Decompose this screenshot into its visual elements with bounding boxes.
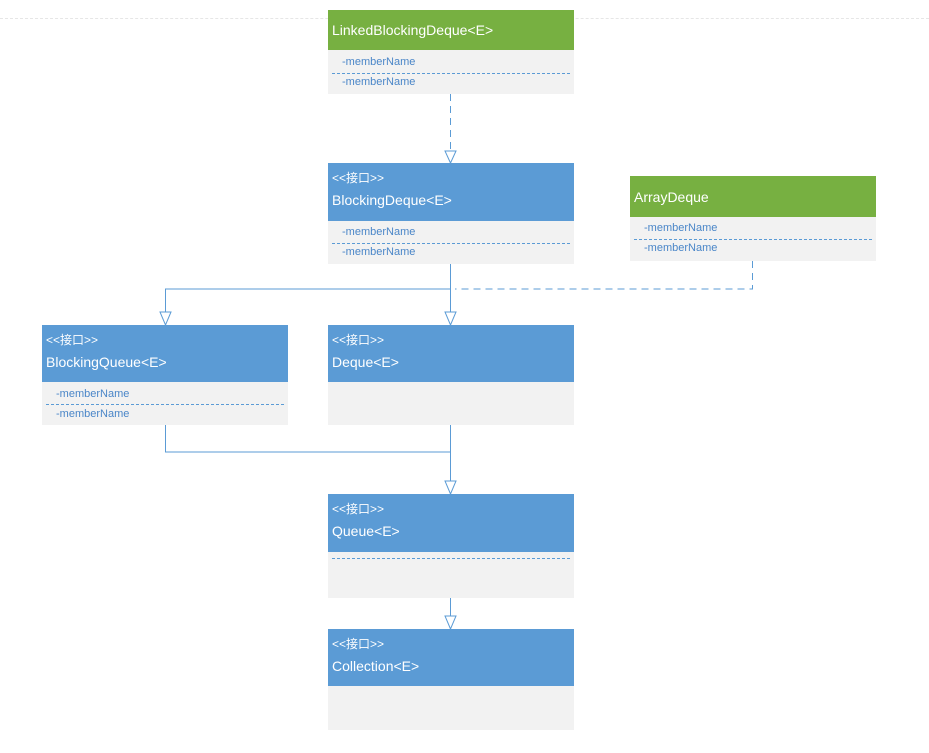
- generalization-queue-to-collection: [444, 598, 457, 631]
- generalization-deque-to-queue: [444, 425, 457, 496]
- member-field: -memberName: [56, 408, 130, 420]
- realization-arraydeque-to-deque: [455, 261, 753, 290]
- generalization-blockingdeque-to-deque: [444, 264, 457, 327]
- interface-members-empty: [328, 552, 574, 598]
- member-separator: [634, 239, 872, 240]
- member-field: -memberName: [342, 56, 416, 68]
- class-members: -memberName -memberName: [328, 50, 574, 94]
- interface-body-empty: [328, 686, 574, 730]
- member-field: -memberName: [342, 76, 416, 88]
- interface-header: <<接口>> Collection<E>: [328, 629, 574, 686]
- interface-name: BlockingDeque<E>: [332, 192, 452, 208]
- realization-linkedblockingdeque-to-blockingdeque: [444, 94, 457, 165]
- class-arraydeque[interactable]: ArrayDeque -memberName -memberName: [630, 176, 876, 261]
- interface-stereotype: <<接口>>: [332, 171, 385, 185]
- member-field: -memberName: [342, 246, 416, 258]
- interface-deque[interactable]: <<接口>> Deque<E>: [328, 325, 574, 425]
- class-name: ArrayDeque: [634, 189, 709, 205]
- interface-blockingdeque[interactable]: <<接口>> BlockingDeque<E> -memberName -mem…: [328, 163, 574, 264]
- interface-name: BlockingQueue<E>: [46, 354, 167, 370]
- interface-members: -memberName -memberName: [42, 382, 288, 425]
- class-name: LinkedBlockingDeque<E>: [332, 22, 494, 38]
- member-field: -memberName: [644, 242, 718, 254]
- interface-stereotype: <<接口>>: [332, 333, 385, 347]
- class-linkedblockingdeque[interactable]: LinkedBlockingDeque<E> -memberName -memb…: [328, 10, 574, 94]
- interface-name: Deque<E>: [332, 354, 399, 370]
- interface-collection[interactable]: <<接口>> Collection<E>: [328, 629, 574, 730]
- member-separator: [46, 404, 284, 405]
- generalization-blockingdeque-to-blockingqueue: [159, 264, 451, 327]
- interface-body-empty: [328, 382, 574, 425]
- member-field: -memberName: [56, 388, 130, 400]
- interface-blockingqueue[interactable]: <<接口>> BlockingQueue<E> -memberName -mem…: [42, 325, 288, 425]
- interface-header: <<接口>> Queue<E>: [328, 494, 574, 552]
- interface-stereotype: <<接口>>: [332, 637, 385, 651]
- interface-header: <<接口>> Deque<E>: [328, 325, 574, 382]
- interface-members: -memberName -memberName: [328, 221, 574, 264]
- interface-queue[interactable]: <<接口>> Queue<E>: [328, 494, 574, 598]
- class-header: ArrayDeque: [630, 176, 876, 217]
- member-field: -memberName: [644, 222, 718, 234]
- class-members: -memberName -memberName: [630, 217, 876, 261]
- member-separator: [332, 558, 570, 559]
- interface-name: Collection<E>: [332, 658, 420, 674]
- member-field: -memberName: [342, 226, 416, 238]
- generalization-blockingqueue-to-queue: [165, 425, 451, 453]
- member-separator: [332, 243, 570, 244]
- interface-name: Queue<E>: [332, 523, 400, 539]
- class-header: LinkedBlockingDeque<E>: [328, 10, 574, 50]
- interface-stereotype: <<接口>>: [46, 333, 99, 347]
- interface-stereotype: <<接口>>: [332, 502, 385, 516]
- member-separator: [332, 73, 570, 74]
- interface-header: <<接口>> BlockingDeque<E>: [328, 163, 574, 221]
- interface-header: <<接口>> BlockingQueue<E>: [42, 325, 288, 382]
